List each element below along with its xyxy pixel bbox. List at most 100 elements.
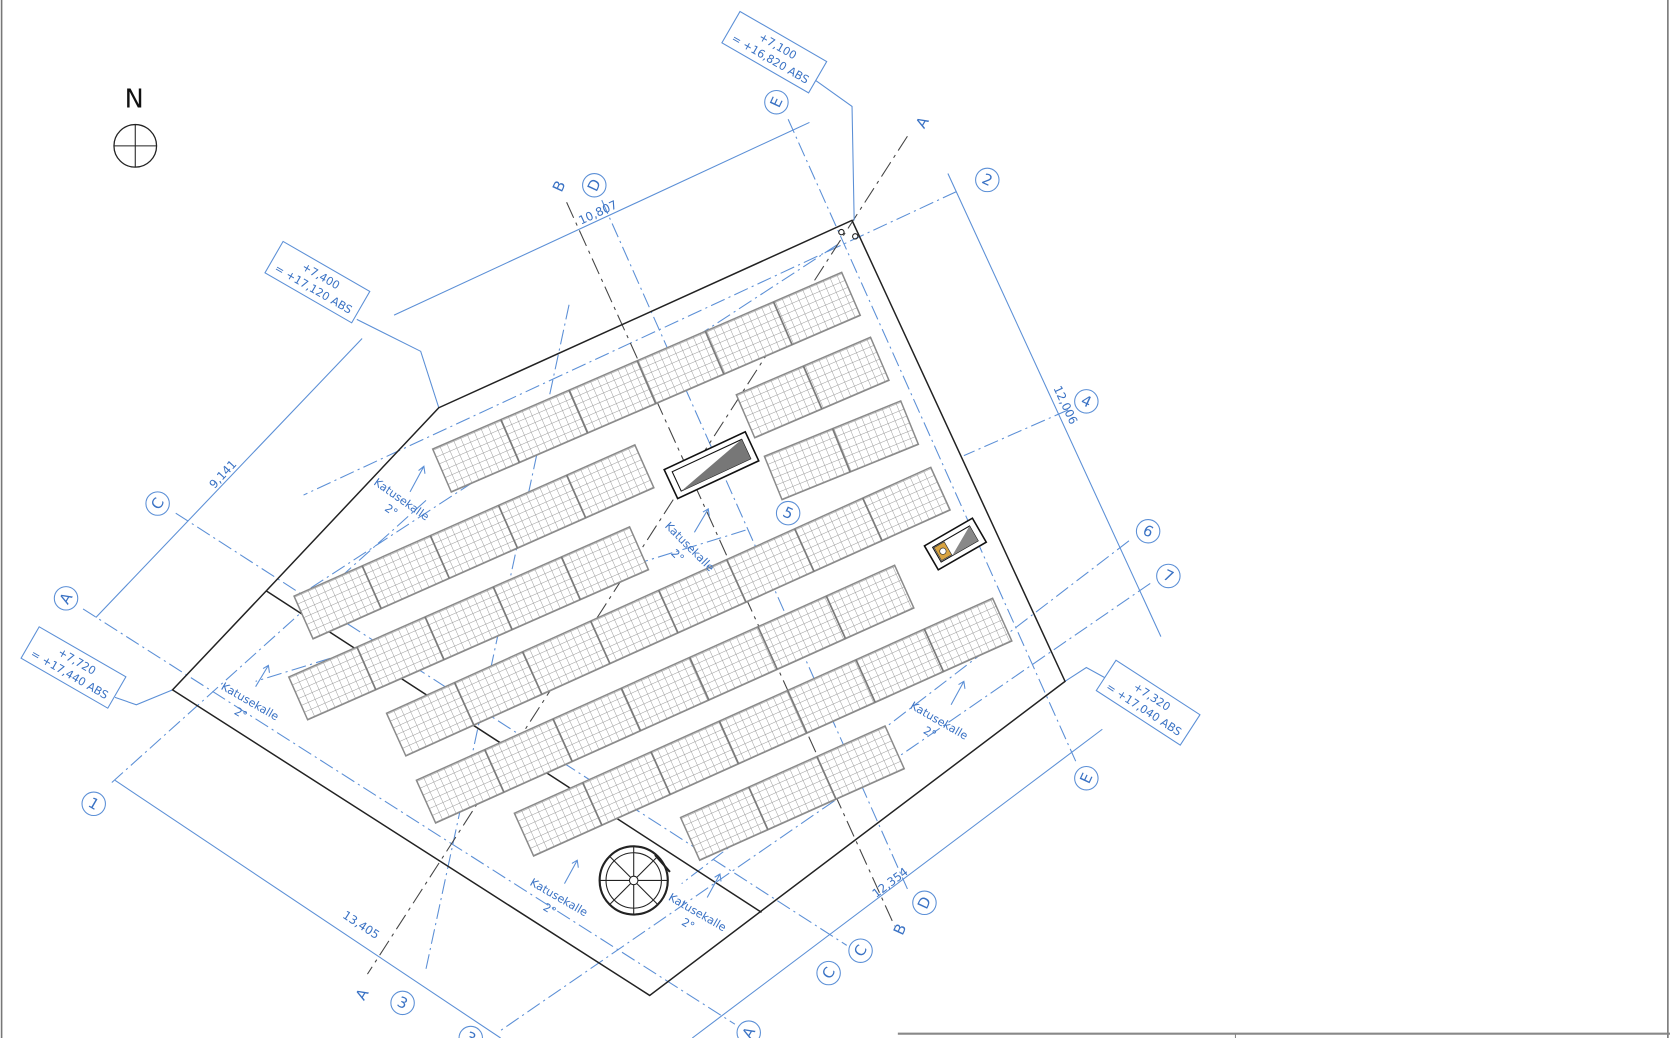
dimension-bottom-left: 13,405 <box>340 908 382 942</box>
svg-text:Katusekalle: Katusekalle <box>908 699 970 742</box>
svg-text:Katusekalle: Katusekalle <box>662 520 717 575</box>
panel-module-divider <box>521 651 543 695</box>
grid-bubble-A-left: A <box>53 586 79 611</box>
slope-annotation: Katusekalle 2° <box>908 699 970 742</box>
grid-bubble-4: 4 <box>1074 389 1099 414</box>
solar-panel-row <box>385 466 952 757</box>
grid-bubble-5: 5 <box>775 500 801 526</box>
solar-panel-row <box>763 399 920 501</box>
panel-module-divider <box>718 720 740 765</box>
svg-text:2°: 2° <box>382 502 400 520</box>
panel-module-divider <box>483 749 505 793</box>
level-tag: +7,100 = +16,820 ABS <box>721 10 828 94</box>
grid-bubble-7: 7 <box>1156 563 1181 589</box>
grid-bubble-E-top: E <box>764 89 789 115</box>
panel-module-divider <box>497 505 519 549</box>
panel-module-divider <box>620 687 642 732</box>
grid-bubble-2: 2 <box>975 167 1000 193</box>
section-B-bottom: B <box>890 921 911 938</box>
slope-annotation: Katusekalle 2° <box>219 680 281 723</box>
panel-module-divider <box>657 589 679 634</box>
solar-panel-row <box>735 336 890 439</box>
panel-module-divider <box>747 786 769 831</box>
slope-arrow-icon <box>409 465 426 493</box>
slope-annotation: Katusekalle 2° <box>371 476 431 524</box>
dimension-left: 9,141 <box>206 457 239 491</box>
grid-bubble-D-top: D <box>582 172 607 198</box>
panel-module-divider <box>429 535 451 579</box>
panel-module-divider <box>492 586 513 631</box>
panel-module-divider <box>831 428 851 473</box>
solar-panel-row <box>415 564 915 825</box>
grid-bubble-C-bottom: C <box>848 938 873 963</box>
panel-module-divider <box>500 419 521 463</box>
level-tag: +7,400 = +17,120 ABS <box>264 240 371 324</box>
grid-bubble-6: 6 <box>1135 518 1161 544</box>
level-tag: +7,320 = +17,040 ABS <box>1095 659 1201 746</box>
panel-module-divider <box>361 565 382 609</box>
panel-module-divider <box>725 559 747 603</box>
panel-module-divider <box>650 751 672 795</box>
svg-text:2°: 2° <box>541 901 559 919</box>
slope-arrow-icon <box>564 859 579 884</box>
svg-text:2°: 2° <box>921 724 939 742</box>
panel-module-divider <box>861 497 883 542</box>
panel-module-divider <box>688 657 710 701</box>
panel-module-divider <box>786 690 808 734</box>
slope-arrow-icon <box>706 873 722 898</box>
svg-text:Katusekalle: Katusekalle <box>219 680 281 723</box>
panel-module-divider <box>757 626 778 670</box>
svg-text:Katusekalle: Katusekalle <box>666 891 728 934</box>
grid-bubble-cut: C <box>816 960 841 986</box>
panel-module-divider <box>453 682 475 726</box>
panel-module-divider <box>825 595 847 640</box>
solar-panel-row <box>287 525 650 721</box>
panel-module-divider <box>704 330 725 375</box>
panel-module-divider <box>636 360 657 405</box>
solar-panel-row <box>513 597 1013 858</box>
panel-module-divider <box>424 616 445 661</box>
grid-bubble-3: 3 <box>390 990 415 1016</box>
svg-text:2°: 2° <box>679 916 697 934</box>
solar-panel-row <box>431 271 862 494</box>
panel-module-divider <box>581 782 603 826</box>
panel-module-divider <box>552 718 574 762</box>
solar-panel-row <box>679 725 906 862</box>
grid-bubble-C-left: C <box>145 491 170 516</box>
slope-annotation: Katusekalle 2° <box>528 876 590 919</box>
spiral-stair-icon <box>598 845 671 916</box>
slope-annotation: Katusekalle 2° <box>666 891 728 934</box>
panel-module-divider <box>589 620 611 665</box>
panel-module-divider <box>802 365 823 410</box>
grid-bubble-A-bottom: A <box>736 1020 761 1038</box>
north-arrow: N <box>113 85 158 168</box>
svg-text:3: 3 <box>463 1028 479 1038</box>
grid-bubbles: E D C A E D C C A 1 2 3 3 4 5 6 7 <box>53 89 1181 1038</box>
panel-module-divider <box>568 389 589 434</box>
slope-arrow-icon <box>693 508 710 533</box>
skylight <box>663 430 760 500</box>
panel-module-divider <box>565 474 587 519</box>
level-tag: +7,720 = +17,440 ABS <box>20 626 127 709</box>
roof-hatch <box>923 517 988 571</box>
panel-module-divider <box>816 756 837 800</box>
grid-bubble-E-bottom: E <box>1074 765 1099 791</box>
grid-bubble-1: 1 <box>81 791 106 817</box>
slope-arrow-icon <box>950 680 966 706</box>
solar-panel-rows <box>287 271 1013 862</box>
panel-module-divider <box>356 646 377 691</box>
dimension-top: 10,807 <box>576 197 619 227</box>
dimension-lines <box>95 79 1162 1038</box>
section-B-top: B <box>549 178 570 195</box>
solar-panel-row <box>293 443 655 640</box>
panel-module-divider <box>923 628 945 673</box>
section-A-top: A <box>912 113 933 132</box>
panel-module-divider <box>560 556 582 601</box>
grid-bubble-3b: 3 <box>458 1025 483 1038</box>
svg-text:2°: 2° <box>232 705 250 723</box>
section-A-bottom: A <box>352 985 373 1004</box>
north-label: N <box>125 85 144 115</box>
svg-text:Katusekalle: Katusekalle <box>371 476 431 524</box>
panel-module-divider <box>855 659 876 703</box>
